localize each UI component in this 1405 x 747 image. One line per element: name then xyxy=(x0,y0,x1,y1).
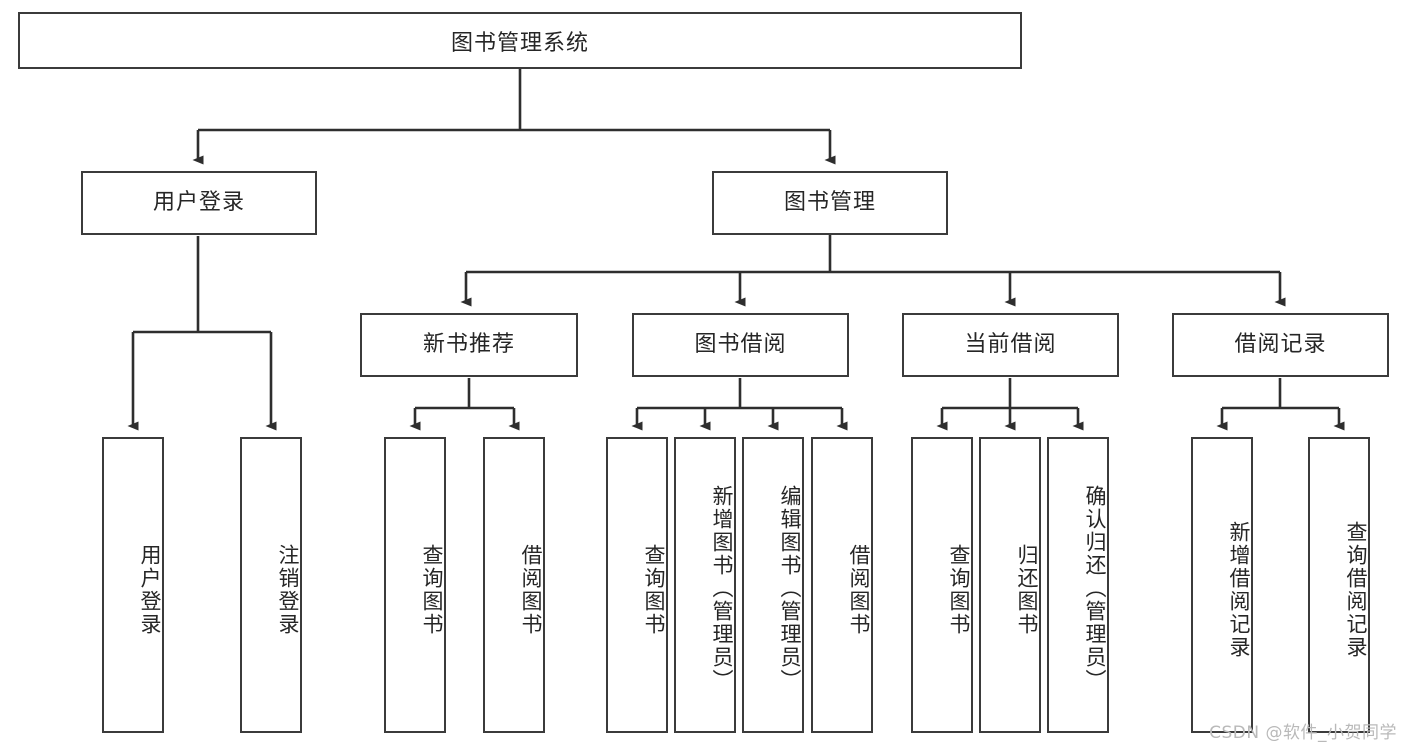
node-borrow-record[interactable]: 借阅记录 xyxy=(1172,313,1389,377)
leaf-add-book-admin[interactable]: 新增图书（管理员） xyxy=(674,437,736,733)
node-label: 归还图书 xyxy=(1015,544,1039,636)
node-label: 当前借阅 xyxy=(964,331,1057,357)
node-book-borrow[interactable]: 图书借阅 xyxy=(632,313,849,377)
node-new-book-recommend[interactable]: 新书推荐 xyxy=(360,313,578,377)
node-label: 查询图书 xyxy=(420,544,444,636)
leaf-user-logout[interactable]: 注销登录 xyxy=(240,437,302,733)
node-label: 用户登录 xyxy=(138,544,162,636)
node-label: 用户登录 xyxy=(152,189,245,215)
leaf-return-book[interactable]: 归还图书 xyxy=(979,437,1041,733)
leaf-query-borrow-record[interactable]: 查询借阅记录 xyxy=(1308,437,1370,733)
node-label: 确认归还（管理员） xyxy=(1083,484,1107,692)
node-label: 借阅图书 xyxy=(847,544,871,636)
node-label: 查询借阅记录 xyxy=(1344,521,1368,659)
leaf-add-borrow-record[interactable]: 新增借阅记录 xyxy=(1191,437,1253,733)
node-label: 图书管理系统 xyxy=(450,30,589,56)
node-label: 新书推荐 xyxy=(422,331,515,357)
leaf-borrow-book[interactable]: 借阅图书 xyxy=(811,437,873,733)
leaf-query-book-borrow[interactable]: 查询图书 xyxy=(606,437,668,733)
leaf-edit-book-admin[interactable]: 编辑图书（管理员） xyxy=(742,437,804,733)
node-label: 查询图书 xyxy=(642,544,666,636)
node-label: 借阅记录 xyxy=(1234,331,1327,357)
node-label: 查询图书 xyxy=(947,544,971,636)
node-label: 注销登录 xyxy=(276,544,300,636)
watermark: CSDN @软件_小贺同学 xyxy=(1209,723,1397,743)
node-book-management[interactable]: 图书管理 xyxy=(712,171,948,235)
leaf-query-book-recommend[interactable]: 查询图书 xyxy=(384,437,446,733)
node-label: 编辑图书（管理员） xyxy=(778,484,802,692)
node-label: 新增借阅记录 xyxy=(1227,521,1251,659)
node-label: 图书借阅 xyxy=(694,331,787,357)
node-root-system[interactable]: 图书管理系统 xyxy=(18,12,1022,69)
node-user-login[interactable]: 用户登录 xyxy=(81,171,317,235)
node-current-borrow[interactable]: 当前借阅 xyxy=(902,313,1119,377)
node-label: 新增图书（管理员） xyxy=(710,484,734,692)
leaf-query-book-current[interactable]: 查询图书 xyxy=(911,437,973,733)
leaf-borrow-book-recommend[interactable]: 借阅图书 xyxy=(483,437,545,733)
leaf-user-login[interactable]: 用户登录 xyxy=(102,437,164,733)
node-label: 借阅图书 xyxy=(519,544,543,636)
node-label: 图书管理 xyxy=(783,189,876,215)
leaf-confirm-return-admin[interactable]: 确认归还（管理员） xyxy=(1047,437,1109,733)
